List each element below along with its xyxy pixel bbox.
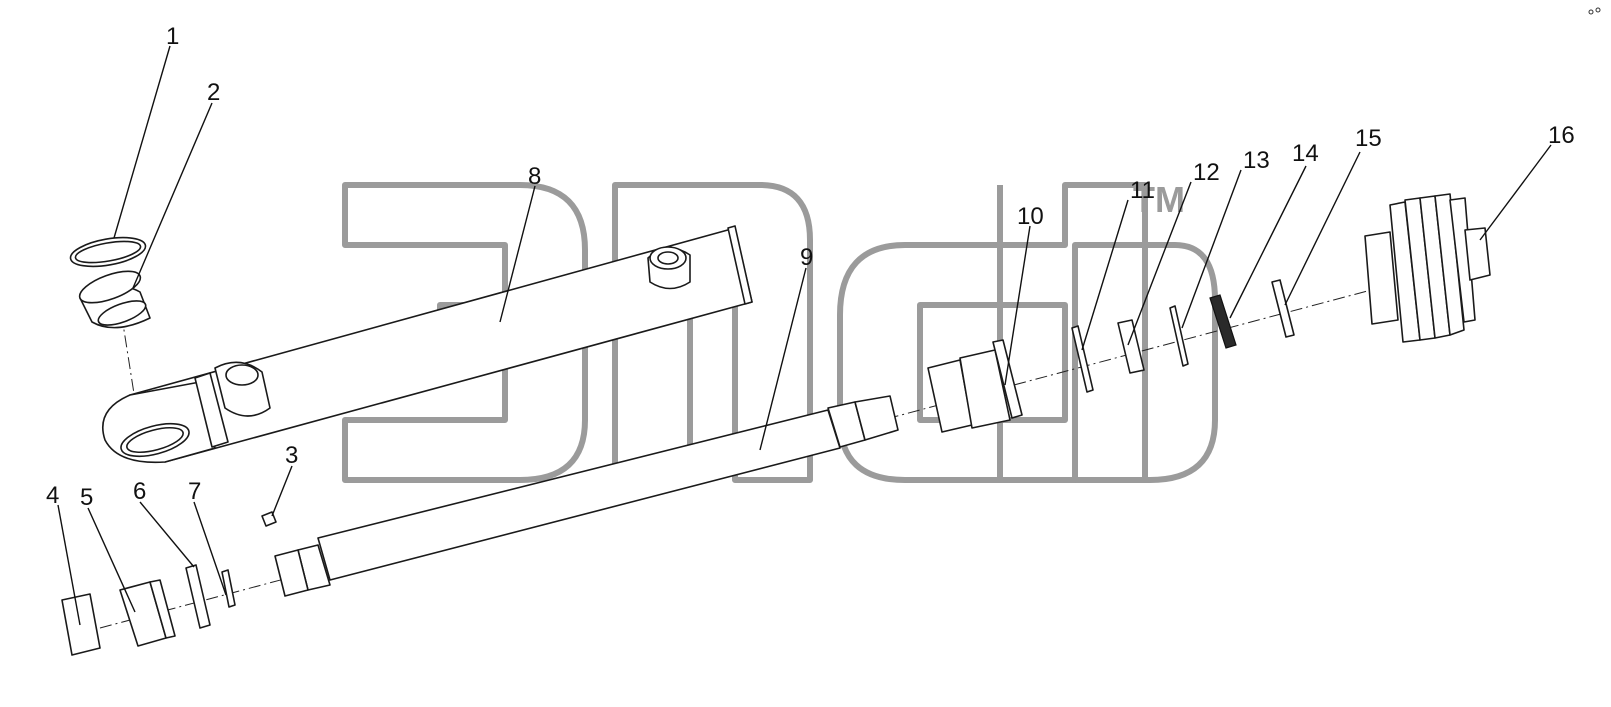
- callout-6: 6: [133, 478, 146, 505]
- part-2-bushing: [78, 270, 151, 329]
- leader-lines: [57, 45, 1552, 626]
- part-8-cylinder-barrel: [102, 225, 753, 464]
- ring-axis: [117, 291, 136, 401]
- callout-14: 14: [1292, 140, 1319, 167]
- callout-4: 4: [46, 482, 59, 509]
- callout-11: 11: [1130, 177, 1155, 204]
- callout-7: 7: [188, 478, 201, 505]
- part-14-scraper: [1209, 294, 1237, 349]
- callout-1: 1: [166, 23, 179, 50]
- part-4-bushing: [61, 593, 101, 656]
- callout-9: 9: [800, 244, 813, 271]
- part-1-snap-ring: [69, 236, 147, 268]
- part-16-bellows-boot: [1364, 193, 1491, 343]
- callout-5: 5: [80, 484, 93, 511]
- part-9-piston-rod: [274, 395, 899, 597]
- callout-12: 12: [1193, 159, 1220, 186]
- callout-8: 8: [528, 163, 541, 190]
- part-7-ring: [221, 569, 236, 608]
- callout-2: 2: [207, 79, 220, 106]
- part-13-ring: [1169, 305, 1189, 367]
- corner-mark-icon: [1588, 7, 1601, 15]
- part-5-piston: [119, 579, 176, 647]
- part-3-key: [261, 511, 277, 527]
- callout-10: 10: [1017, 203, 1044, 230]
- watermark-tm: TM: [1133, 179, 1185, 220]
- callout-3: 3: [285, 442, 298, 469]
- part-15-washer: [1271, 279, 1295, 338]
- part-11-seal: [1071, 325, 1094, 393]
- part-10-gland: [927, 339, 1023, 433]
- part-12-seal: [1117, 319, 1145, 374]
- part-6-washer: [185, 564, 211, 629]
- watermark-letter-3: [837, 182, 1148, 483]
- callout-16: 16: [1548, 122, 1575, 149]
- callout-13: 13: [1243, 147, 1270, 174]
- callout-15: 15: [1355, 125, 1382, 152]
- callout-labels: 1 2 3 4 5 6 7 8 9 10 11 12 13 14 15 16: [46, 23, 1575, 511]
